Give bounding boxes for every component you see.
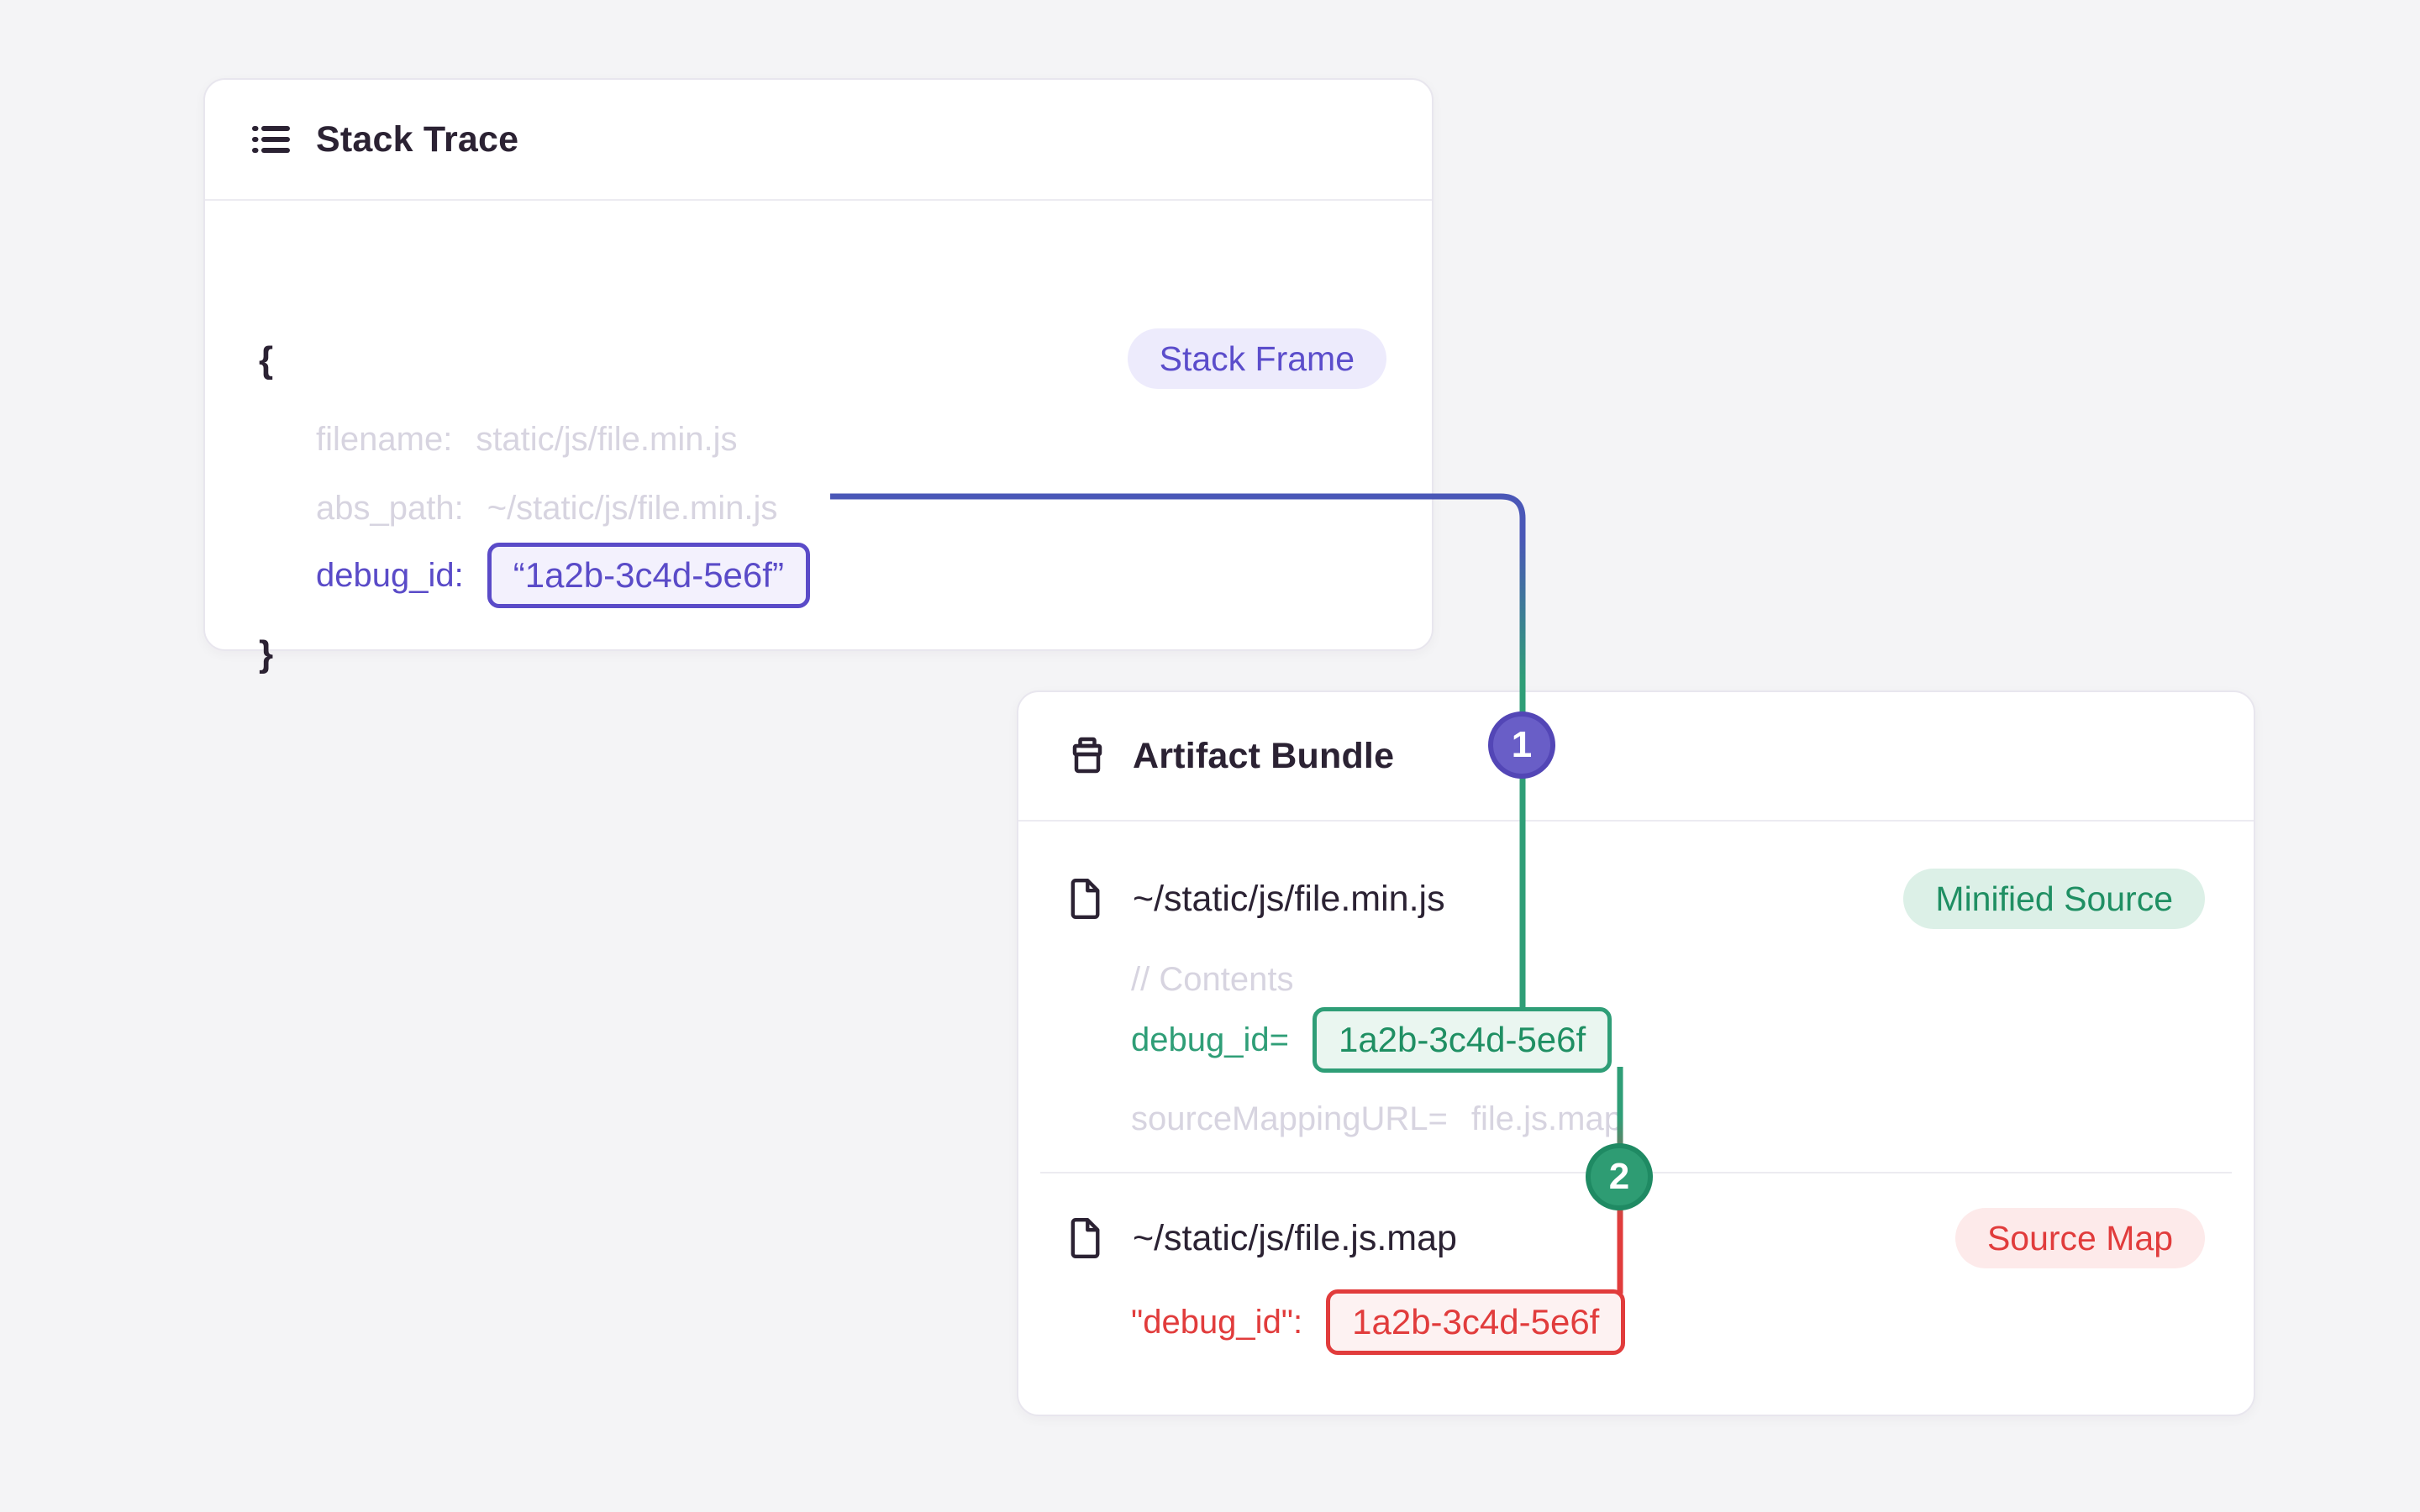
step-2-marker: 2: [1586, 1143, 1653, 1210]
close-brace: }: [259, 633, 274, 675]
stack-trace-title: Stack Trace: [316, 118, 519, 160]
abs-path-label: abs_path:: [316, 489, 464, 527]
source-mapping-url-label: sourceMappingURL=: [1131, 1100, 1448, 1137]
stack-trace-header: Stack Trace: [205, 80, 1432, 201]
stack-frame-badge: Stack Frame: [1127, 328, 1386, 389]
minified-file-row: ~/static/js/file.min.js: [1067, 872, 1445, 926]
open-brace: {: [259, 339, 274, 381]
abs-path-value: ~/static/js/file.min.js: [487, 489, 778, 527]
source-mapping-url-value: file.js.map: [1470, 1100, 1623, 1137]
stack-trace-card: Stack Trace { Stack Frame filename: stat…: [203, 78, 1434, 675]
artifact-bundle-card: Artifact Bundle ~/static/js/file.min.js …: [1017, 690, 2255, 1416]
sourcemap-debug-id-value-box: 1a2b-3c4d-5e6f: [1326, 1289, 1626, 1355]
filename-label: filename:: [316, 420, 453, 458]
minified-source-badge: Minified Source: [1903, 869, 2205, 929]
minified-file-name: ~/static/js/file.min.js: [1133, 878, 1445, 919]
source-map-file-name: ~/static/js/file.js.map: [1133, 1217, 1457, 1258]
artifact-bundle-title: Artifact Bundle: [1133, 735, 1395, 776]
list-icon: [250, 119, 291, 160]
bundle-debug-id-label: debug_id=: [1131, 1021, 1289, 1058]
source-map-badge: Source Map: [1954, 1208, 2205, 1268]
file-icon: [1067, 879, 1102, 919]
sourcemap-debug-id-label: "debug_id":: [1131, 1303, 1303, 1341]
step-1-marker: 1: [1488, 711, 1555, 779]
filename-row: filename: static/js/file.min.js: [316, 412, 737, 466]
bundle-debug-id-row: debug_id= 1a2b-3c4d-5e6f: [1131, 1005, 1612, 1075]
archive-icon: [1067, 736, 1107, 776]
abs-path-row: abs_path: ~/static/js/file.min.js: [316, 481, 777, 535]
artifact-bundle-header: Artifact Bundle: [1018, 692, 2254, 822]
contents-comment: // Contents: [1131, 960, 1294, 998]
file-icon: [1067, 1218, 1102, 1258]
debug-id-label: debug_id:: [316, 556, 464, 594]
debug-id-row: debug_id: “1a2b-3c4d-5e6f”: [316, 540, 810, 611]
source-map-file-row: ~/static/js/file.js.map: [1067, 1211, 1457, 1265]
bundle-debug-id-value-box: 1a2b-3c4d-5e6f: [1312, 1007, 1612, 1073]
debug-id-value-box: “1a2b-3c4d-5e6f”: [487, 543, 810, 608]
source-mapping-url-row: sourceMappingURL= file.js.map: [1131, 1092, 1623, 1146]
filename-value: static/js/file.min.js: [476, 420, 738, 458]
sourcemap-debug-id-row: "debug_id": 1a2b-3c4d-5e6f: [1131, 1287, 1626, 1357]
